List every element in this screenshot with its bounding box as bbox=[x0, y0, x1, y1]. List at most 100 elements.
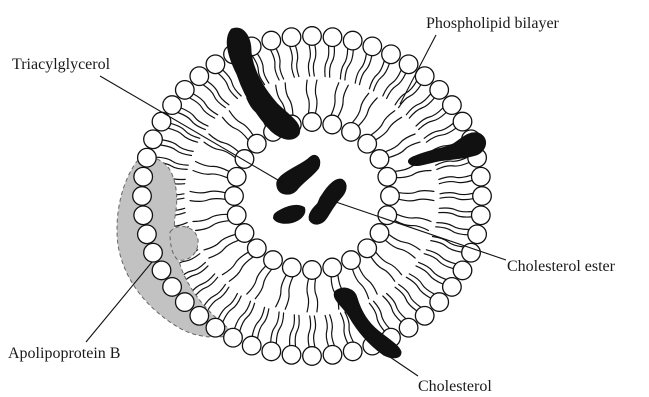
outer-tail bbox=[369, 61, 384, 89]
outer-tail bbox=[387, 294, 406, 319]
inner-tail bbox=[285, 277, 293, 309]
outer-head bbox=[224, 328, 243, 347]
outer-tail bbox=[218, 73, 237, 98]
outer-head bbox=[163, 96, 182, 115]
outer-tail bbox=[178, 113, 206, 130]
outer-head bbox=[206, 318, 225, 337]
label-apolipoprotein-b: Apolipoprotein B bbox=[8, 345, 120, 362]
inner-tail bbox=[315, 279, 318, 312]
outer-tail bbox=[439, 208, 472, 212]
leader-apolipoprotein bbox=[86, 262, 152, 342]
outer-tail bbox=[308, 45, 310, 76]
inner-tail bbox=[338, 85, 348, 117]
inner-tail bbox=[376, 252, 402, 274]
outer-head bbox=[430, 81, 449, 100]
leader-cholesterol bbox=[384, 353, 418, 376]
outer-head bbox=[399, 55, 418, 74]
inner-head bbox=[378, 168, 397, 187]
inner-head bbox=[370, 150, 389, 169]
outer-head bbox=[468, 225, 487, 244]
inner-head bbox=[303, 113, 322, 132]
inner-head bbox=[247, 239, 266, 258]
outer-head bbox=[443, 278, 462, 297]
inner-head bbox=[235, 150, 254, 169]
outer-tail bbox=[240, 303, 255, 331]
inner-head bbox=[370, 224, 389, 243]
outer-head bbox=[138, 225, 157, 244]
outer-tail bbox=[290, 315, 295, 346]
outer-tail bbox=[330, 47, 335, 78]
outer-tail bbox=[325, 315, 328, 346]
outer-head bbox=[242, 336, 261, 355]
outer-tail bbox=[340, 49, 347, 79]
inner-head bbox=[323, 258, 342, 277]
outer-tail bbox=[276, 49, 283, 79]
inner-tail bbox=[204, 142, 235, 157]
outer-head bbox=[343, 342, 362, 361]
inner-head bbox=[227, 206, 246, 225]
outer-head bbox=[303, 27, 322, 46]
inner-head bbox=[225, 187, 244, 206]
outer-tail bbox=[439, 175, 472, 179]
inner-tail bbox=[331, 83, 339, 115]
outer-tail bbox=[314, 316, 316, 347]
outer-head bbox=[262, 342, 281, 361]
inner-head bbox=[358, 239, 377, 258]
inner-tail bbox=[204, 235, 235, 250]
inner-tail bbox=[285, 83, 293, 115]
outer-head bbox=[430, 293, 449, 312]
inner-tail bbox=[389, 142, 420, 157]
inner-tail bbox=[222, 117, 248, 139]
outer-tail bbox=[276, 313, 283, 343]
outer-tail bbox=[437, 163, 469, 170]
outer-tail bbox=[290, 47, 295, 78]
outer-head bbox=[176, 81, 195, 100]
outer-head bbox=[282, 346, 301, 365]
outer-head bbox=[134, 206, 153, 225]
inner-tail bbox=[247, 266, 266, 294]
outer-tail bbox=[203, 85, 225, 108]
inner-tail bbox=[371, 111, 395, 135]
outer-tail bbox=[296, 46, 299, 77]
outer-head bbox=[152, 261, 171, 280]
inner-tail bbox=[190, 191, 225, 193]
inner-tail bbox=[359, 98, 378, 126]
inner-tail bbox=[397, 171, 431, 178]
outer-head bbox=[323, 28, 342, 47]
inner-tail bbox=[255, 270, 271, 299]
outer-tail bbox=[308, 316, 310, 347]
inner-head bbox=[323, 115, 342, 134]
outer-tail bbox=[399, 284, 421, 307]
outer-tail bbox=[440, 197, 473, 199]
inner-tail bbox=[315, 80, 317, 113]
outer-tail bbox=[345, 50, 353, 80]
outer-tail bbox=[426, 250, 456, 264]
inner-tail bbox=[276, 275, 286, 307]
outer-head bbox=[152, 112, 171, 131]
outer-head bbox=[382, 45, 401, 64]
outer-tail bbox=[223, 296, 241, 322]
inner-tail bbox=[386, 240, 416, 258]
outer-head bbox=[206, 55, 225, 74]
outer-head bbox=[163, 278, 182, 297]
outer-head bbox=[399, 318, 418, 337]
label-phospholipid-bilayer: Phospholipid bilayer bbox=[426, 15, 560, 32]
outer-head bbox=[133, 187, 152, 206]
label-triacylglycerol: Triacylglycerol bbox=[12, 56, 111, 73]
inner-tail bbox=[397, 214, 431, 221]
inner-tail bbox=[196, 221, 229, 231]
outer-tail bbox=[416, 108, 443, 126]
inner-head bbox=[283, 258, 302, 277]
inner-tail bbox=[190, 199, 225, 202]
inner-tail bbox=[389, 235, 420, 250]
inner-head bbox=[227, 168, 246, 187]
outer-tail bbox=[271, 50, 279, 80]
outer-head bbox=[176, 293, 195, 312]
inner-tail bbox=[306, 80, 309, 113]
outer-head bbox=[323, 346, 342, 365]
outer-tail bbox=[383, 296, 401, 322]
outer-head bbox=[472, 167, 491, 186]
outer-head bbox=[144, 130, 163, 149]
outer-tail bbox=[439, 181, 472, 184]
